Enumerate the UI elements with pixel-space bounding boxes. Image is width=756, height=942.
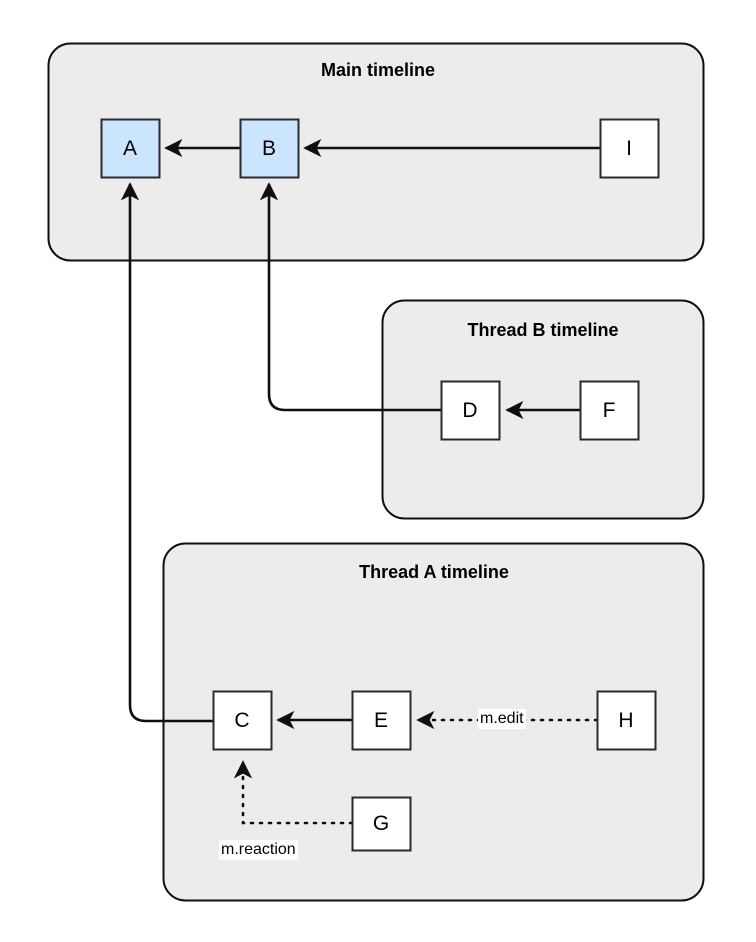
edge-label-m-edit: m.edit [478, 709, 526, 729]
node-label-b: B [261, 137, 276, 160]
node-i-box[interactable] [599, 118, 660, 179]
node-label-h: H [618, 709, 634, 732]
node-b-box[interactable] [239, 118, 300, 179]
node-f-box[interactable] [579, 380, 640, 441]
node-label-i: I [626, 137, 632, 160]
edge-c-to-a [120, 182, 213, 723]
node-d-box[interactable] [440, 380, 501, 441]
group-main-timeline-box [47, 42, 705, 262]
node-b[interactable] [239, 118, 300, 179]
node-label-f: F [602, 399, 616, 422]
edge-d-to-b [259, 182, 441, 412]
node-e[interactable] [351, 690, 412, 751]
node-a[interactable] [100, 118, 161, 179]
node-h-box[interactable] [596, 690, 657, 751]
node-g[interactable] [351, 796, 412, 852]
node-label-d: D [462, 399, 478, 422]
node-g-box[interactable] [351, 796, 412, 852]
node-label-g: G [372, 812, 390, 835]
node-i[interactable] [599, 118, 660, 179]
node-c[interactable] [212, 690, 273, 751]
node-e-box[interactable] [351, 690, 412, 751]
node-f[interactable] [579, 380, 640, 441]
node-a-box[interactable] [100, 118, 161, 179]
group-title-main-timeline: Main timeline [320, 60, 436, 80]
edge-label-m-reaction: m.reaction [219, 840, 298, 860]
node-c-box[interactable] [212, 690, 273, 751]
node-label-e: E [373, 709, 388, 732]
group-title-thread-b-timeline: Thread B timeline [467, 320, 619, 340]
node-h[interactable] [596, 690, 657, 751]
node-label-a: A [122, 137, 137, 160]
group-title-thread-a-timeline: Thread A timeline [359, 562, 509, 582]
node-d[interactable] [440, 380, 501, 441]
node-label-c: C [234, 709, 250, 732]
group-main-timeline [47, 42, 705, 262]
